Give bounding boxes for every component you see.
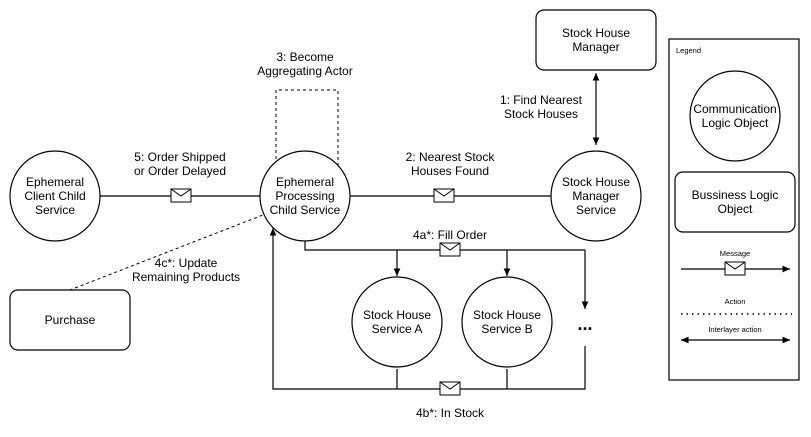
node-ellipsis: ... (577, 314, 592, 334)
legend-interlayer-label: Interlayer action (708, 325, 761, 334)
node-purchase[interactable]: Purchase (9, 289, 131, 351)
legend-title: Legend (676, 46, 701, 55)
message-envelope-icon (433, 188, 455, 203)
node-purchase-label: Purchase (45, 313, 96, 327)
message-envelope-icon (439, 242, 461, 257)
legend-action-label: Action (725, 297, 746, 306)
edge-in-stock (269, 228, 586, 390)
legend-message-label: Message (720, 249, 750, 258)
edge-become-aggregating (275, 89, 339, 165)
message-envelope-icon (170, 188, 192, 203)
label-fill-order: 4a*: Fill Order (413, 228, 487, 242)
label-in-stock: 4b*: In Stock (416, 406, 485, 420)
message-envelope-icon (724, 261, 746, 276)
message-envelope-icon (439, 381, 461, 396)
